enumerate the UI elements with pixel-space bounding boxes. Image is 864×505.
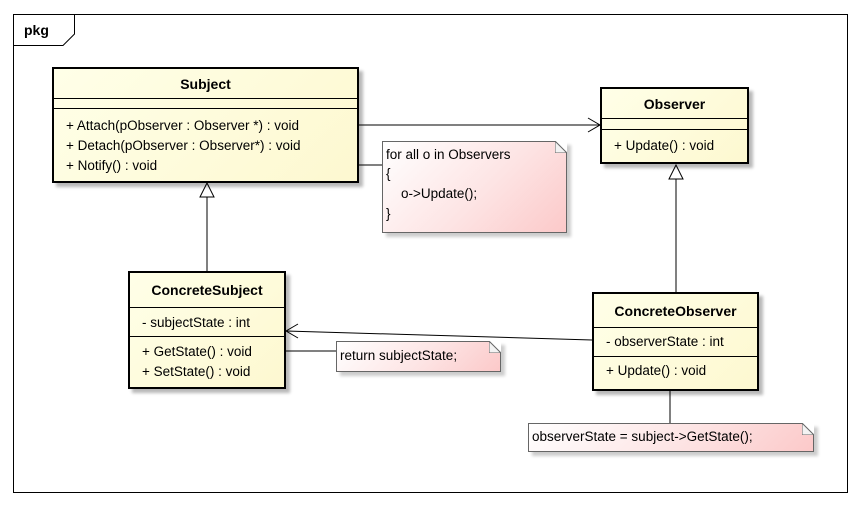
note-getstate-line-1: return subjectState;: [340, 348, 458, 363]
attribute-observerstate: - observerState : int: [606, 334, 724, 349]
operation-notify: + Notify() : void: [66, 158, 158, 173]
class-observer[interactable]: Observer + Update() : void: [600, 87, 749, 164]
package-label: pkg: [24, 22, 49, 38]
operation-getstate: + GetState() : void: [142, 344, 252, 359]
class-subject-attr-divider: [54, 98, 357, 99]
association-subject-observer: [358, 117, 601, 133]
operation-detach: + Detach(pObserver : Observer*) : void: [66, 138, 301, 153]
note-notify[interactable]: for all o in Observers { o->Update(); }: [382, 141, 567, 233]
class-subject-title: Subject: [180, 76, 231, 92]
operation-setstate: + SetState() : void: [142, 364, 251, 379]
note-getstate[interactable]: return subjectState;: [336, 341, 501, 372]
class-concrete-subject[interactable]: ConcreteSubject - subjectState : int + G…: [128, 271, 286, 389]
package-tab: [13, 14, 75, 46]
class-subject[interactable]: Subject + Attach(pObserver : Observer *)…: [52, 67, 359, 183]
generalization-concreteobserver-observer: [668, 163, 684, 292]
note-fold-icon: [802, 423, 814, 435]
attribute-subjectstate: - subjectState : int: [142, 315, 251, 330]
operation-concrete-update: + Update() : void: [606, 363, 707, 378]
operation-attach: + Attach(pObserver : Observer *) : void: [66, 118, 299, 133]
note-update-line-1: observerState = subject->GetState();: [532, 429, 753, 444]
class-concrete-observer-title: ConcreteObserver: [614, 303, 737, 319]
note-notify-line-1: for all o in Observers: [386, 147, 511, 162]
association-concreteobserver-concretesubject: [285, 323, 593, 341]
note-fold-icon: [555, 141, 567, 153]
class-concrete-subject-attr-divider: [130, 307, 284, 308]
operation-update: + Update() : void: [614, 138, 715, 153]
class-concrete-observer-op-divider: [594, 356, 757, 357]
class-observer-attr-divider: [602, 118, 747, 119]
class-concrete-observer-attr-divider: [594, 327, 757, 328]
generalization-concretesubject-subject: [199, 181, 215, 271]
note-notify-line-2: {: [386, 166, 391, 181]
note-notify-line-4: }: [386, 206, 391, 221]
note-update[interactable]: observerState = subject->GetState();: [528, 423, 814, 452]
class-concrete-subject-title: ConcreteSubject: [151, 282, 263, 298]
note-notify-line-3: o->Update();: [386, 186, 478, 201]
class-observer-op-divider: [602, 129, 747, 130]
note-fold-icon: [489, 341, 501, 353]
class-concrete-subject-op-divider: [130, 336, 284, 337]
class-subject-op-divider: [54, 108, 357, 109]
class-observer-title: Observer: [643, 96, 706, 112]
class-concrete-observer[interactable]: ConcreteObserver - observerState : int +…: [592, 292, 759, 391]
